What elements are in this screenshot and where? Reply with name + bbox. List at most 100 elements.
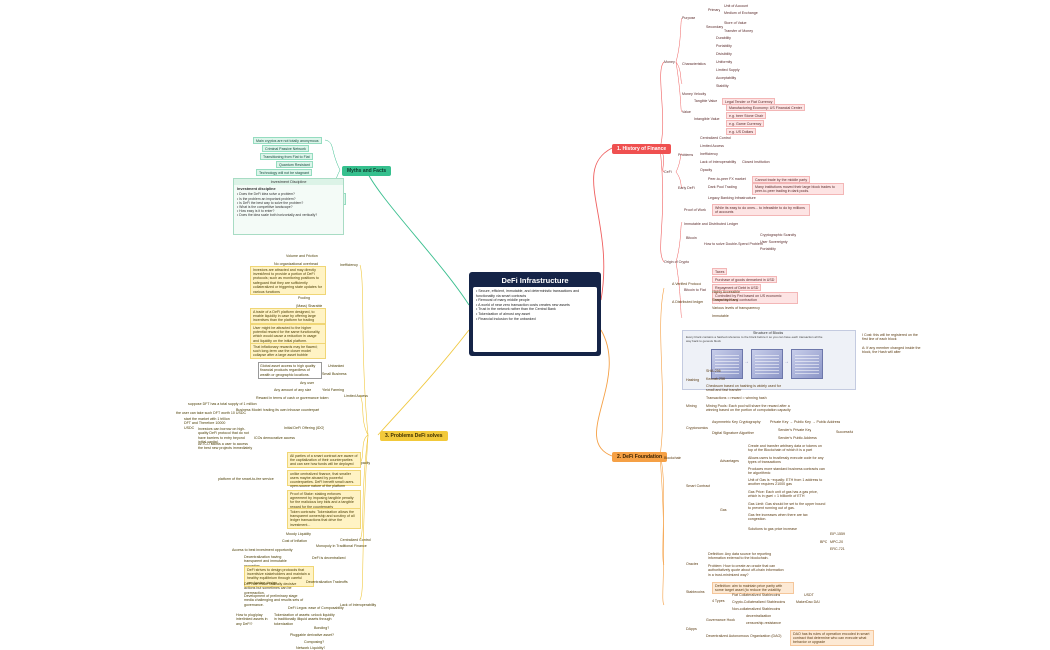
node-governance-hook[interactable]: Governance Hook	[706, 618, 735, 622]
char-item[interactable]: Stability	[716, 84, 729, 88]
stable-type[interactable]: Fiat Collateralized Stablecoins	[732, 593, 781, 597]
node-bitcoin[interactable]: Bitcoin	[686, 236, 697, 240]
la-item[interactable]: Any amount of any size	[274, 388, 312, 392]
node-medium-of-exchange[interactable]: Medium of Exchange	[724, 11, 758, 15]
myth-item[interactable]: Main cryptos are not totally anonymous	[253, 137, 322, 145]
ico-democratize[interactable]: ICOs democratize access	[254, 436, 295, 440]
btc-prop[interactable]: User Sovereignty	[760, 240, 788, 244]
node-proof-of-work[interactable]: Proof of Work	[684, 208, 706, 212]
node-double-spend[interactable]: How to solve Double-Spend Problem	[704, 242, 763, 246]
structure-of-blocks-panel[interactable]: Structure of Blocks Every block contains…	[682, 330, 856, 390]
node-primary[interactable]: Primary	[708, 8, 721, 12]
btc-prop[interactable]: Cryptographic Scarcity	[760, 233, 797, 237]
node-unit-of-account[interactable]: Unit of Account	[724, 4, 749, 8]
node-lending[interactable]: (Mass) Sharable	[296, 304, 323, 308]
char-item[interactable]: Portability	[716, 44, 732, 48]
la-item[interactable]: Small Business	[322, 372, 347, 376]
crypto-item[interactable]: Digital Signature Algorithm	[712, 431, 755, 435]
node-tangible-value[interactable]: Tangible Value	[694, 99, 718, 103]
problem-item[interactable]: Limited Access	[700, 144, 724, 148]
adv-item[interactable]: Create and transfer arbitrary data or to…	[748, 444, 822, 453]
node-characteristics[interactable]: Characteristics	[682, 62, 706, 66]
stable-example[interactable]: USDT	[804, 593, 814, 597]
btc-fiat-item[interactable]: Controlled by Fed based on US economic e…	[712, 292, 798, 304]
node-problems[interactable]: Problems	[678, 153, 694, 157]
node-purpose[interactable]: Purpose	[682, 16, 696, 20]
adv-item[interactable]: Produces more standard business contract…	[748, 467, 825, 476]
interop-item[interactable]: Pluggable derivative asset?	[290, 633, 334, 637]
cc-item[interactable]: Cost of Inflation	[282, 539, 307, 543]
btc-fiat-item[interactable]: Taxes	[712, 268, 728, 276]
early-item[interactable]: Dark Pool Trading	[708, 185, 737, 189]
gas-item[interactable]: Solutions to gas price increase	[748, 527, 797, 531]
la-item[interactable]: Unbanked	[328, 364, 345, 368]
gov-hook-item[interactable]: decentralization	[746, 614, 772, 618]
gas-item[interactable]: Gas fee increases when there are tax con…	[748, 513, 808, 522]
gas-item[interactable]: Unit of Gas is ~equally: ETH from 1 addr…	[748, 478, 823, 487]
intangible-item[interactable]: e.g. US Dollars	[726, 128, 757, 136]
early-item[interactable]: Legacy Banking Infrastructure	[708, 196, 756, 200]
node-4-types[interactable]: 4 Types	[712, 599, 725, 603]
cc-item[interactable]: Monopoly in Traditional Finance	[316, 544, 367, 548]
closed-institution[interactable]: Closed Institution	[742, 160, 770, 164]
stable-type[interactable]: Non-collateralized Stablecoins	[732, 607, 781, 611]
token-std[interactable]: BPC	[820, 540, 828, 544]
node-cefi[interactable]: CeFi	[664, 170, 672, 174]
hash-item[interactable]: Checksum based on hashing is widely used…	[706, 384, 781, 393]
node-immutable-ledger[interactable]: Immutable and Distributed Ledger	[684, 222, 739, 226]
node-transfer-of-money[interactable]: Transfer of Money	[724, 29, 754, 33]
intangible-item[interactable]: Manufacturing Economy: US Financial Cent…	[726, 104, 805, 112]
early-item[interactable]: Peer-to-peer FX market	[708, 177, 746, 181]
la-item[interactable]: Any user	[300, 381, 315, 385]
intangible-item[interactable]: e.g. Game Currency	[726, 120, 765, 128]
node-money-velocity[interactable]: Money Velocity	[682, 92, 707, 96]
ledger-item[interactable]: Shared by Many	[712, 298, 739, 302]
gas-item[interactable]: Gas Limit: Gas should be set to the uppe…	[748, 502, 826, 511]
problem-item[interactable]: Inefficiency	[700, 152, 718, 156]
node-store-of-value[interactable]: Store of Value	[724, 21, 747, 25]
mining-item[interactable]: Transactions = reward = winning hash	[706, 396, 767, 400]
oracle-item[interactable]: Problem: How to create an oracle that ca…	[708, 564, 784, 577]
node-advantages[interactable]: Advantages	[720, 459, 739, 463]
node-bitcoin-to-fiat[interactable]: Bitcoin to Fiat	[684, 288, 706, 292]
adv-item[interactable]: Allows users to trustlessly execute code…	[748, 456, 824, 465]
stable-example[interactable]: MakerDao DAI	[796, 600, 820, 604]
interop-item[interactable]: Network Liquidity?	[296, 646, 326, 650]
interop-item[interactable]: Bonding?	[314, 626, 330, 630]
foundation-top-item[interactable]: A Verified Protocol	[672, 282, 702, 286]
interop-item[interactable]: DeFi Legos: ease of Composability	[288, 606, 344, 610]
hash-item[interactable]: SHA-256	[706, 369, 721, 373]
char-item[interactable]: Durability	[716, 36, 731, 40]
node-smart-contract[interactable]: Smart Contract	[686, 484, 711, 488]
interop-item[interactable]: Composing?	[304, 640, 325, 644]
problem-item[interactable]: Centralized Control	[700, 136, 731, 140]
node-opacity[interactable]: Opacity	[358, 461, 371, 465]
intangible-item[interactable]: e.g. beer Stone Chair	[726, 112, 767, 120]
la-item[interactable]: Reward in terms of cash or governance to…	[256, 396, 329, 400]
oracle-item[interactable]: Definition: Any data source for reportin…	[708, 552, 772, 561]
crypto-item[interactable]: Asymmetric Key Cryptography	[712, 420, 761, 424]
topic-problems-defi-solves[interactable]: 3. Problems DeFi solves	[380, 431, 448, 441]
gov-hook-item[interactable]: censorship-resistance	[746, 621, 781, 625]
foundation-top-item[interactable]: A Distributed ledger	[672, 300, 704, 304]
node-centralized-control[interactable]: Centralized Control	[340, 538, 371, 542]
stable-type[interactable]: Crypto-Collateralized Stablecoins	[732, 600, 786, 604]
myth-item[interactable]: Technology will not be stagnant	[256, 169, 312, 177]
node-pooling[interactable]: Pooling	[298, 296, 310, 300]
gas-solution[interactable]: MPC-20	[830, 540, 844, 544]
ineff-item[interactable]: Volume and Friction	[286, 254, 318, 258]
ineff-item[interactable]: No organizational overhead	[274, 262, 318, 266]
node-money[interactable]: Money	[664, 60, 675, 64]
char-item[interactable]: Limited Supply	[716, 68, 740, 72]
node-decentralization-tradeoffs[interactable]: Decentralization Tradeoffs	[306, 580, 348, 584]
hash-item[interactable]: Keccak-256	[706, 377, 725, 381]
gas-item[interactable]: Gas Price: Each unit of gas has a gas pr…	[748, 490, 818, 499]
btc-fiat-item[interactable]: Purchase of goods demarked in USD	[712, 276, 778, 284]
node-defi-decentralized[interactable]: DeFi is decentralized	[312, 556, 346, 560]
problem-item[interactable]: Opacity	[700, 168, 713, 172]
node-value[interactable]: Value	[682, 110, 691, 114]
cc-item[interactable]: Moody Liquidity	[286, 532, 311, 536]
myth-item[interactable]: Transitioning from Fiat to Fiat	[260, 153, 313, 161]
node-secondary[interactable]: Secondary	[706, 25, 724, 29]
la-item[interactable]: Yield Farming	[322, 388, 345, 392]
